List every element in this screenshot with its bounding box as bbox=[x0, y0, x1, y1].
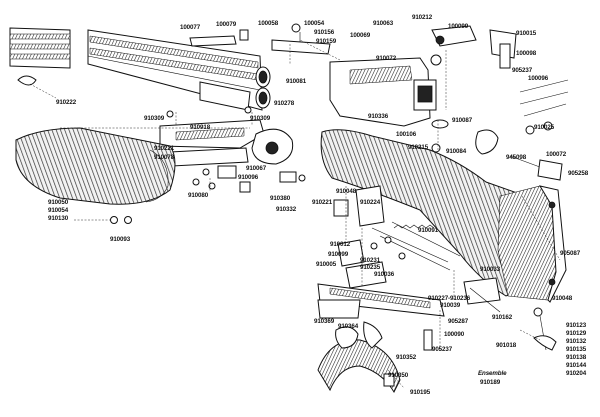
label-100096: 100096 bbox=[528, 75, 549, 82]
label-910156: 910156 bbox=[314, 29, 335, 36]
label-910048-mid: 910048 bbox=[336, 188, 357, 195]
label-910091: 910091 bbox=[418, 227, 439, 234]
label-910005: 910005 bbox=[316, 261, 337, 268]
label-910063: 910063 bbox=[373, 20, 394, 27]
label-910364: 910364 bbox=[338, 323, 359, 330]
label-905287: 905287 bbox=[448, 318, 469, 325]
label-100079: 100079 bbox=[216, 21, 237, 28]
receiver bbox=[329, 25, 517, 127]
label-910099: 910099 bbox=[328, 251, 349, 258]
label-910195: 910195 bbox=[410, 389, 431, 396]
label-910204: 910204 bbox=[566, 370, 587, 377]
label-910138: 910138 bbox=[566, 354, 587, 361]
label-910096: 910096 bbox=[238, 174, 259, 181]
label-910039: 910039 bbox=[440, 302, 461, 309]
label-910189: 910189 bbox=[480, 379, 501, 386]
label-910227-910236: 910227-910236 bbox=[428, 295, 471, 302]
label-910054: 910054 bbox=[48, 207, 69, 214]
label-910050: 910050 bbox=[48, 199, 69, 206]
label-910135: 910135 bbox=[566, 346, 587, 353]
label-910380: 910380 bbox=[270, 195, 291, 202]
label-100090: 100090 bbox=[444, 331, 465, 338]
label-910221-upper: 910221 bbox=[154, 145, 175, 152]
label-100099: 100099 bbox=[448, 23, 469, 30]
label-100069: 100069 bbox=[350, 32, 371, 39]
label-910222: 910222 bbox=[56, 99, 77, 106]
label-910221-lower: 910221 bbox=[312, 199, 333, 206]
label-910144: 910144 bbox=[566, 362, 587, 369]
label-910309-right: 910309 bbox=[250, 115, 271, 122]
label-945098: 945098 bbox=[506, 154, 527, 161]
label-ensemble: Ensemble bbox=[478, 370, 507, 377]
label-910332: 910332 bbox=[276, 206, 297, 213]
label-910015: 910015 bbox=[516, 30, 537, 37]
label-910072-top: 910072 bbox=[376, 55, 397, 62]
label-910918: 910918 bbox=[190, 124, 211, 131]
stock-bolt-parts bbox=[431, 119, 563, 181]
forend-latch bbox=[239, 128, 306, 193]
buttstock bbox=[320, 129, 567, 303]
label-910336: 910336 bbox=[368, 113, 389, 120]
label-910369: 910369 bbox=[314, 318, 335, 325]
label-100098: 100098 bbox=[516, 50, 537, 57]
label-100054: 100054 bbox=[304, 20, 325, 27]
label-910078: 910078 bbox=[154, 154, 175, 161]
sling-swivel bbox=[17, 75, 57, 99]
label-910278: 910278 bbox=[274, 100, 295, 107]
trigger-mechanism bbox=[317, 185, 501, 319]
label-910033: 910033 bbox=[480, 266, 501, 273]
label-905087: 905087 bbox=[560, 250, 581, 257]
label-910215: 910215 bbox=[408, 144, 429, 151]
grip-cap-screws bbox=[533, 307, 557, 351]
label-910130: 910130 bbox=[48, 215, 69, 222]
label-910159: 910159 bbox=[316, 38, 337, 45]
label-910036: 910036 bbox=[374, 271, 395, 278]
label-910012: 910012 bbox=[330, 241, 351, 248]
label-905258: 905258 bbox=[568, 170, 589, 177]
label-100072: 100072 bbox=[546, 151, 567, 158]
label-910235: 910235 bbox=[360, 264, 381, 271]
label-100058: 100058 bbox=[258, 20, 279, 27]
top-rail-parts bbox=[189, 23, 331, 55]
forend-iron bbox=[159, 106, 265, 190]
forend-wood bbox=[15, 127, 176, 224]
label-910084: 910084 bbox=[446, 148, 467, 155]
trigger-guard bbox=[317, 321, 433, 394]
label-910087: 910087 bbox=[452, 117, 473, 124]
label-910162: 910162 bbox=[492, 314, 513, 321]
label-910350: 910350 bbox=[388, 372, 409, 379]
label-910224: 910224 bbox=[360, 199, 381, 206]
label-910048-right: 910048 bbox=[552, 295, 573, 302]
label-910081: 910081 bbox=[286, 78, 307, 85]
label-910231: 910231 bbox=[360, 257, 381, 264]
leader-lines bbox=[60, 39, 561, 389]
label-901018: 901018 bbox=[496, 342, 517, 349]
label-910025: 910025 bbox=[534, 124, 555, 131]
label-905237-bottom: 905237 bbox=[432, 346, 453, 353]
label-910132: 910132 bbox=[566, 338, 587, 345]
label-100106: 100106 bbox=[396, 131, 417, 138]
barrel-left-fragment bbox=[9, 27, 71, 69]
label-910129: 910129 bbox=[566, 330, 587, 337]
label-910212: 910212 bbox=[412, 14, 433, 21]
label-910093: 910093 bbox=[110, 236, 131, 243]
label-910309-left: 910309 bbox=[144, 115, 165, 122]
label-100077: 100077 bbox=[180, 24, 201, 31]
barrels bbox=[87, 29, 271, 111]
label-910352: 910352 bbox=[396, 354, 417, 361]
label-910080: 910080 bbox=[188, 192, 209, 199]
label-910067: 910067 bbox=[246, 165, 267, 172]
label-905237-top: 905237 bbox=[512, 67, 533, 74]
label-910123: 910123 bbox=[566, 322, 587, 329]
firing-pins bbox=[519, 79, 569, 135]
